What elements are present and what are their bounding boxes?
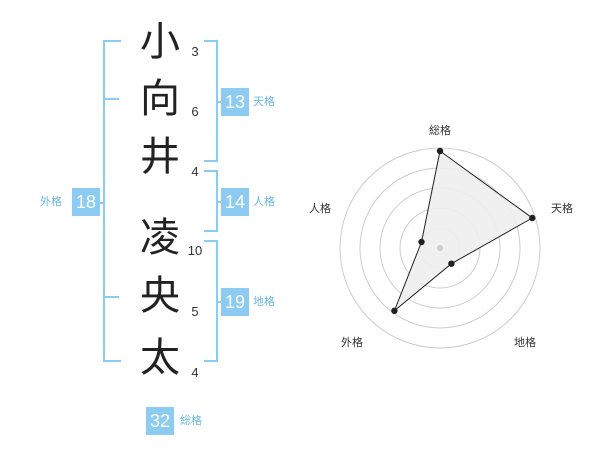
gaikaku-badge: 18 — [72, 188, 100, 216]
stroke-count-3: 4 — [191, 164, 199, 179]
gaikaku-tick — [103, 98, 119, 100]
stroke-count-6: 4 — [191, 365, 199, 380]
jinkaku-badge: 14 — [221, 188, 249, 216]
tenkaku-connector — [216, 101, 222, 103]
radar-points — [391, 147, 536, 314]
chikaku-label: 地格 — [253, 295, 275, 308]
gaikaku-label: 外格 — [40, 195, 62, 208]
jinkaku-label: 人格 — [253, 195, 275, 208]
stroke-count-4: 10 — [187, 243, 203, 258]
radar-polygon — [393, 150, 534, 312]
tenkaku-badge: 13 — [221, 88, 249, 116]
radar-axis-label-gaikaku: 外格 — [341, 335, 363, 349]
radar-point-2 — [529, 214, 536, 222]
jinkaku-connector — [216, 201, 222, 203]
stroke-count-1: 3 — [191, 44, 199, 59]
radar-chart: 総格 天格 地格 外格 人格 — [309, 123, 573, 349]
radar-point-1 — [436, 147, 444, 155]
name-char-3: 井 — [140, 134, 180, 180]
gaikaku-tick — [103, 296, 119, 298]
radar-point-5 — [418, 238, 425, 246]
chikaku-connector — [216, 301, 222, 303]
radar-center-dot — [437, 245, 443, 251]
radar-axis-label-soukaku: 総格 — [429, 123, 451, 137]
soukaku-badge: 32 — [146, 407, 174, 435]
name-char-5: 央 — [140, 273, 180, 319]
name-char-2: 向 — [140, 76, 180, 122]
chikaku-badge: 19 — [221, 288, 249, 316]
name-char-1: 小 — [140, 19, 180, 65]
radar-point-4 — [391, 307, 398, 314]
radar-axis-label-jinkaku: 人格 — [309, 201, 331, 215]
stroke-count-5: 5 — [191, 304, 199, 319]
radar-axis-label-chikaku: 地格 — [514, 335, 536, 349]
gaikaku-connector — [99, 202, 105, 204]
soukaku-label: 総格 — [180, 414, 202, 427]
gaikaku-bracket — [103, 40, 121, 362]
radar-axis-label-tenkaku: 天格 — [551, 201, 573, 215]
name-char-4: 凌 — [140, 215, 180, 261]
stroke-count-2: 6 — [191, 104, 199, 119]
radar-point-3 — [448, 260, 455, 267]
name-char-6: 太 — [140, 335, 180, 381]
tenkaku-label: 天格 — [253, 95, 275, 108]
